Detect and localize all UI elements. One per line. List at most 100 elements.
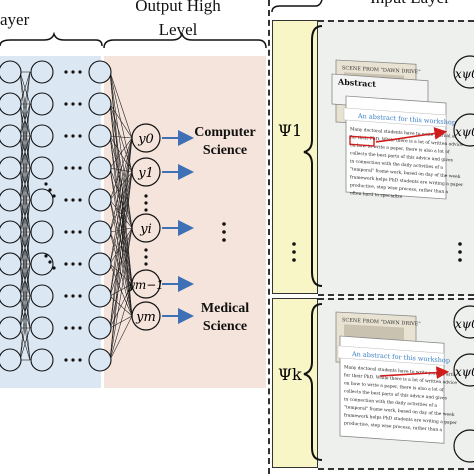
connection-hidden [19,295,31,361]
ellipsis-dot [71,102,75,106]
output-layer-brace [103,31,267,49]
connection-to-output [109,263,133,285]
connection-to-output [109,167,133,229]
ellipsis-dot [64,230,68,234]
ellipsis-dot [71,198,75,202]
output-label-y0: y0 [137,132,154,147]
ellipsis-dot [64,102,68,106]
psi-label-1: Ψ1 [278,121,302,140]
connection-hidden [19,103,31,201]
ellipsis-dot [78,326,82,330]
category-medical-line1: Medical [200,301,250,316]
connection-to-output [109,199,133,285]
category-computer-science: Computer Science [180,124,270,160]
output-neuron-y0 [131,123,161,153]
ellipsis-dot [71,294,75,298]
hidden-neuron-col3 [88,60,112,84]
connection-to-output [109,137,133,201]
dock-scene-caption: SCENE FROM "DAWN DRIVE" [342,317,421,327]
connection-hidden [19,263,31,329]
hidden-neuron-col2 [30,348,54,372]
connection-lines [19,71,133,361]
hidden-neuron-col1 [0,60,22,84]
dock-text-line: in connection with the daily activities … [344,397,437,409]
hidden-neuron-col1 [0,124,22,148]
ellipsis-dot [44,182,48,186]
dock-front-page: An abstract for this workshop Many docto… [337,335,463,444]
ellipsis-dot [78,102,82,106]
doc1-text-line: in connection with the daily activities … [350,159,443,171]
output-neuron-ym [131,301,161,331]
hidden-neuron-col3 [88,156,112,180]
ellipsis-dot [52,266,56,270]
doc1-text-line: often hard to specialize [350,191,403,200]
hidden-neuron-col2 [30,252,54,276]
output-title-line1: Output High [135,0,221,15]
doc1-highlight-arrow [375,127,448,143]
document-stack-k: SCENE FROM "DAWN DRIVE" An abstract for … [335,311,463,444]
hidden-layer-brace [0,31,103,47]
input-neurons [453,55,474,463]
connection-hidden [19,199,31,265]
psi-k-brace [303,303,323,461]
connection-to-output [109,227,133,233]
connection-to-output [109,71,133,285]
ellipsis-dot [78,230,82,234]
output-neuron-y1 [131,157,161,187]
ellipsis-dot [78,358,82,362]
input-neuron-4 [453,353,474,387]
hidden-neuron-col2 [30,284,54,308]
ellipsis-dot [71,230,75,234]
hidden-neuron-col2 [30,124,54,148]
connection-to-output [109,227,133,297]
connection-hidden [19,103,31,169]
ellipsis-dot [64,262,68,266]
connection-to-output [109,135,133,229]
document-stack-1: SCENE FROM "DAWN DRIVE" Abstract An abst… [331,59,469,200]
output-title-line2: Level [158,20,198,39]
connection-to-output [109,137,133,297]
ellipsis-dot [64,294,68,298]
connection-hidden [19,231,31,297]
ellipsis-dot [64,198,68,202]
ellipsis-dot [78,294,82,298]
ellipsis-dot [78,166,82,170]
doc1-scene-caption: SCENE FROM "DAWN DRIVE" [342,65,421,75]
hidden-neuron-col1 [0,220,22,244]
input-frame-dashed-border [268,0,270,474]
connection-to-output [109,171,133,361]
ellipsis-dot [64,358,68,362]
hidden-layer-title: ayer [0,10,30,29]
ellipsis-dot [78,70,82,74]
connection-to-output [109,227,133,361]
hidden-neuron-col1 [0,284,22,308]
hidden-neuron-col3 [88,92,112,116]
output-neuron-yi [131,213,161,243]
hidden-neuron-col3 [88,348,112,372]
connection-hidden [19,167,31,265]
hidden-ellipsis-dots [44,70,82,362]
connection-to-output [109,137,133,361]
hidden-neuron-col2 [30,92,54,116]
input-layer-brace [271,0,323,13]
ellipsis-dot [44,254,48,258]
connection-hidden [19,71,31,169]
ellipsis-dot [48,260,52,264]
connection-to-output [109,71,133,173]
hidden-neuron-col1 [0,92,22,116]
ellipsis-dot [71,326,75,330]
category-computer-line2: Science [202,143,248,158]
input-neuron-3 [453,305,474,339]
hidden-neuron-col3 [88,220,112,244]
output-neurons [131,123,161,331]
hidden-neuron-col2 [30,220,54,244]
doc1-front-page: An abstract for this workshop Many docto… [343,95,469,200]
hidden-neuron-col2 [30,188,54,212]
connection-to-output [109,137,133,169]
connection-to-output [109,137,133,329]
hidden-neuron-col1 [0,316,22,340]
hidden-neuron-col3 [88,284,112,308]
hidden-neurons [0,60,112,372]
ellipsis-dot [78,262,82,266]
